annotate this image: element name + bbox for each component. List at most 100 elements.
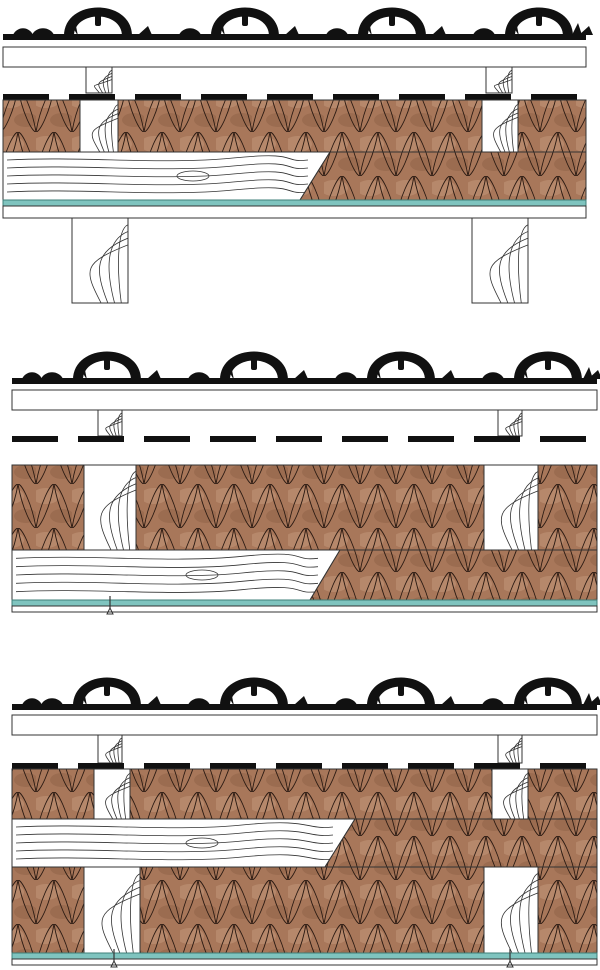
roof-tile-icon xyxy=(179,7,299,36)
wood-grain-icon xyxy=(499,112,519,153)
felt-strip xyxy=(267,94,313,100)
wood-block xyxy=(97,734,123,764)
roof-tile-icon xyxy=(482,351,600,380)
wood-grain-icon xyxy=(528,873,539,954)
roof-tile-icon xyxy=(41,351,161,380)
wood-grain-icon xyxy=(101,893,141,954)
roof-tile-icon xyxy=(335,351,455,380)
wood-grain-icon xyxy=(511,103,519,153)
wood-grain-icon xyxy=(6,163,309,170)
felt-strip xyxy=(531,94,577,100)
felt-strip xyxy=(474,763,520,769)
wood-grain-icon xyxy=(6,155,309,162)
wood-grain-icon xyxy=(505,108,519,153)
roof-tile-icon xyxy=(188,677,308,706)
wood-grain-icon xyxy=(519,477,539,551)
wood-grain-icon xyxy=(111,104,119,153)
wood-grain-icon xyxy=(500,892,539,954)
wood-grain-icon xyxy=(113,415,123,437)
wood-grain-icon xyxy=(89,244,129,304)
wood-grain-icon xyxy=(15,587,319,593)
felt-strip xyxy=(342,763,388,769)
tile-batten xyxy=(11,714,598,736)
section-2 xyxy=(11,351,600,615)
vapour-membrane xyxy=(11,952,598,960)
vapour-membrane xyxy=(2,199,587,207)
wood-grain-icon xyxy=(517,412,523,437)
felt-strip xyxy=(474,436,520,442)
felt-strip xyxy=(408,763,454,769)
roof-tile-icon xyxy=(335,677,455,706)
wood-grain-icon xyxy=(15,553,319,560)
tile-base-strip xyxy=(12,378,597,384)
wood-grain-icon xyxy=(118,224,129,304)
vapour-membrane xyxy=(11,599,598,607)
wood-knot xyxy=(185,837,219,849)
insulation-wedge xyxy=(299,151,587,201)
wood-grain-icon xyxy=(117,777,131,820)
wood-grain-icon xyxy=(120,880,141,954)
tile-end-bump xyxy=(583,693,593,705)
wood-grain-icon xyxy=(15,822,334,829)
felt-strip xyxy=(540,436,586,442)
wood-grain-icon xyxy=(502,72,513,94)
felt-strip xyxy=(3,94,49,100)
tile-end-bump xyxy=(22,698,42,705)
insulation-wedge xyxy=(324,818,598,868)
tile-base-strip xyxy=(3,34,586,40)
section-1 xyxy=(2,7,593,304)
wood-grain-icon xyxy=(105,785,131,820)
insulation-wedge xyxy=(309,549,598,601)
wood-grain-icon xyxy=(117,477,137,551)
screw-icon xyxy=(106,596,114,615)
felt-strip xyxy=(135,94,181,100)
wood-grain-icon xyxy=(102,72,113,94)
wood-grain-icon xyxy=(505,421,523,437)
felt-strip xyxy=(540,763,586,769)
wood-grain-icon xyxy=(117,412,123,437)
wood-grain-icon xyxy=(510,484,539,551)
wood-grain-icon xyxy=(15,830,334,837)
ceiling-board xyxy=(11,605,598,613)
wood-grain-icon xyxy=(498,75,513,94)
tile-batten xyxy=(2,46,587,68)
section-3 xyxy=(11,677,600,968)
ceiling-board xyxy=(2,205,587,219)
wood-grain-icon xyxy=(505,746,523,764)
felt-strip xyxy=(276,436,322,442)
wood-grain-icon xyxy=(15,578,319,585)
felt-strip xyxy=(78,763,124,769)
wood-grain-icon xyxy=(123,772,131,820)
wood-grain-icon xyxy=(108,231,129,304)
felt-strip xyxy=(342,436,388,442)
wood-grain-icon xyxy=(15,570,319,577)
tile-batten xyxy=(11,389,598,411)
felt-strip xyxy=(144,763,190,769)
wood-grain-icon xyxy=(104,108,119,153)
roof-tile-icon xyxy=(482,677,600,706)
wood-grain-icon xyxy=(6,171,309,178)
felt-strip xyxy=(144,436,190,442)
felt-strip xyxy=(210,763,256,769)
felt-strip xyxy=(12,763,58,769)
roof-tile-icon xyxy=(32,7,152,36)
wood-grain-icon xyxy=(499,237,529,304)
felt-strip xyxy=(12,436,58,442)
wood-grain-icon xyxy=(105,746,123,764)
wood-knot xyxy=(185,569,219,581)
wood-grain-icon xyxy=(493,116,519,153)
roof-tile-icon xyxy=(188,351,308,380)
wood-grain-icon xyxy=(105,421,123,437)
felt-strip xyxy=(210,436,256,442)
wood-grain-icon xyxy=(98,75,113,94)
roof-tile-icon xyxy=(326,7,446,36)
wood-grain-icon xyxy=(126,470,137,551)
wood-grain-icon xyxy=(130,873,141,954)
wood-grain-icon xyxy=(508,231,529,304)
wood-grain-icon xyxy=(513,415,523,437)
felt-strip xyxy=(276,763,322,769)
wood-knot xyxy=(176,170,210,182)
felt-strip xyxy=(408,436,454,442)
